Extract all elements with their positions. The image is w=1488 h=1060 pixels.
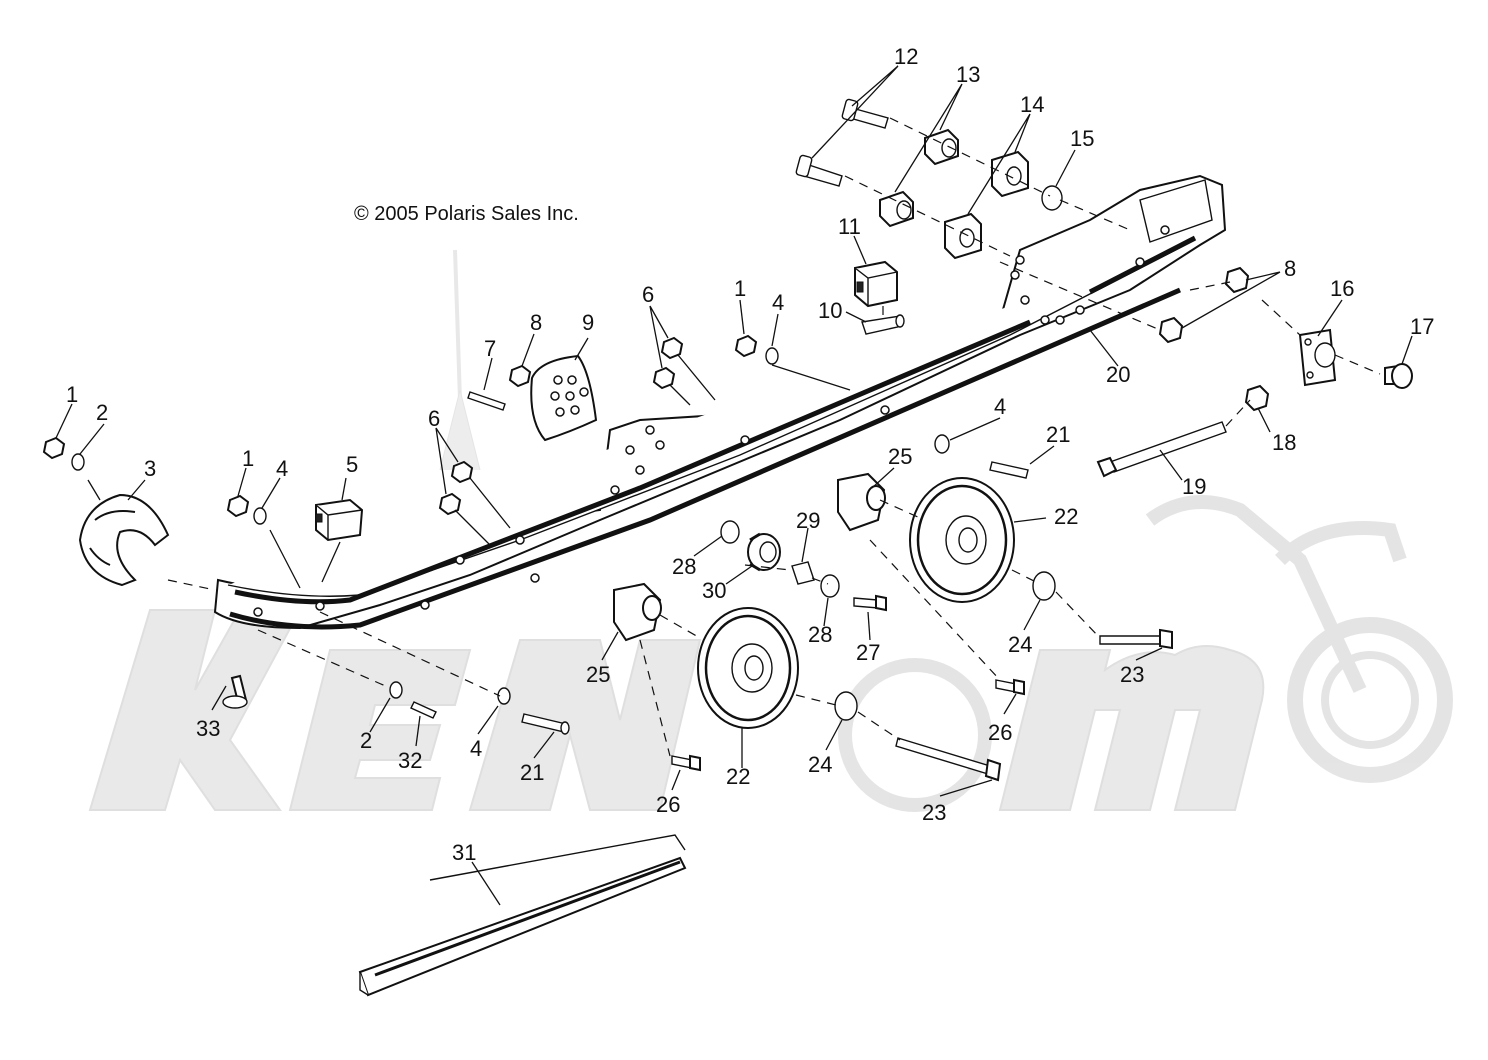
nut-18	[1244, 384, 1270, 412]
rail-assembly	[213, 174, 1227, 630]
slide-profile-31	[358, 834, 687, 997]
blocks-14	[944, 150, 1029, 260]
callout-1: 1	[734, 276, 746, 301]
idler-30	[747, 532, 781, 572]
callout-16: 16	[1330, 276, 1354, 301]
callout-1: 1	[66, 382, 78, 407]
callout-4: 4	[994, 394, 1006, 419]
callout-1: 1	[242, 446, 254, 471]
bolts-12	[795, 98, 889, 187]
callout-23: 23	[922, 800, 946, 825]
cap-17	[1384, 363, 1413, 389]
callout-14: 14	[1020, 92, 1044, 117]
callout-21: 21	[520, 760, 544, 785]
callout-21: 21	[1046, 422, 1070, 447]
callout-33: 33	[196, 716, 220, 741]
callout-10: 10	[818, 298, 842, 323]
callout-4: 4	[470, 736, 482, 761]
block-5	[315, 498, 364, 542]
bolt-19	[1096, 421, 1227, 478]
callout-8: 8	[530, 310, 542, 335]
bolts-lower	[671, 571, 1173, 782]
callout-22: 22	[726, 764, 750, 789]
callout-22: 22	[1054, 504, 1078, 529]
callout-19: 19	[1182, 474, 1206, 499]
callout-2: 2	[96, 400, 108, 425]
callout-18: 18	[1272, 430, 1296, 455]
callout-8: 8	[1284, 256, 1296, 281]
copyright-text: © 2005 Polaris Sales Inc.	[354, 203, 579, 225]
callout-32: 32	[398, 748, 422, 773]
wheel-22-upper	[909, 477, 1015, 603]
callout-9: 9	[582, 310, 594, 335]
block-11	[854, 260, 898, 308]
assembly-lines	[167, 117, 1381, 757]
rail-holes	[253, 225, 1170, 617]
callout-11: 11	[838, 214, 861, 239]
wheel-22-lower	[697, 607, 799, 729]
plate-9	[530, 354, 598, 442]
callout-13: 13	[956, 62, 980, 87]
callout-31: 31	[452, 840, 476, 865]
spacer-29	[791, 561, 815, 585]
callout-2: 2	[360, 728, 372, 753]
washer-28b	[820, 574, 840, 598]
washer-28a	[720, 520, 740, 544]
watermark-logo	[88, 249, 1453, 812]
callout-6: 6	[428, 406, 440, 431]
callout-7: 7	[484, 336, 496, 361]
callout-4: 4	[772, 290, 784, 315]
front-hardware	[42, 334, 1029, 735]
callout-24: 24	[808, 752, 832, 777]
callout-3: 3	[144, 456, 156, 481]
washer-15	[1041, 185, 1063, 211]
pin-10	[861, 314, 905, 335]
callout-20: 20	[1106, 362, 1130, 387]
brackets-25	[613, 472, 886, 642]
callout-4: 4	[276, 456, 288, 481]
callout-17: 17	[1410, 314, 1434, 339]
callout-29: 29	[796, 508, 820, 533]
callout-30: 30	[702, 578, 726, 603]
callout-26: 26	[988, 720, 1012, 745]
callout-25: 25	[888, 444, 912, 469]
rail-tip-3	[78, 493, 170, 587]
callout-27: 27	[856, 640, 880, 665]
callout-28: 28	[808, 622, 832, 647]
callout-25: 25	[586, 662, 610, 687]
callout-12: 12	[894, 44, 918, 69]
spacers-13	[879, 128, 959, 228]
callout-26: 26	[656, 792, 680, 817]
callout-23: 23	[1120, 662, 1144, 687]
callout-5: 5	[346, 452, 358, 477]
callout-24: 24	[1008, 632, 1032, 657]
callout-15: 15	[1070, 126, 1094, 151]
callout-28: 28	[672, 554, 696, 579]
bracket-16	[1298, 328, 1337, 387]
leader-lines	[55, 65, 1413, 906]
callout-6: 6	[642, 282, 654, 307]
nuts-8-rear	[1158, 266, 1250, 344]
callout-labels: 1 2 3 1 4 5 6 7 8 9 6 1 4 10 11 12 13 14…	[66, 44, 1434, 865]
